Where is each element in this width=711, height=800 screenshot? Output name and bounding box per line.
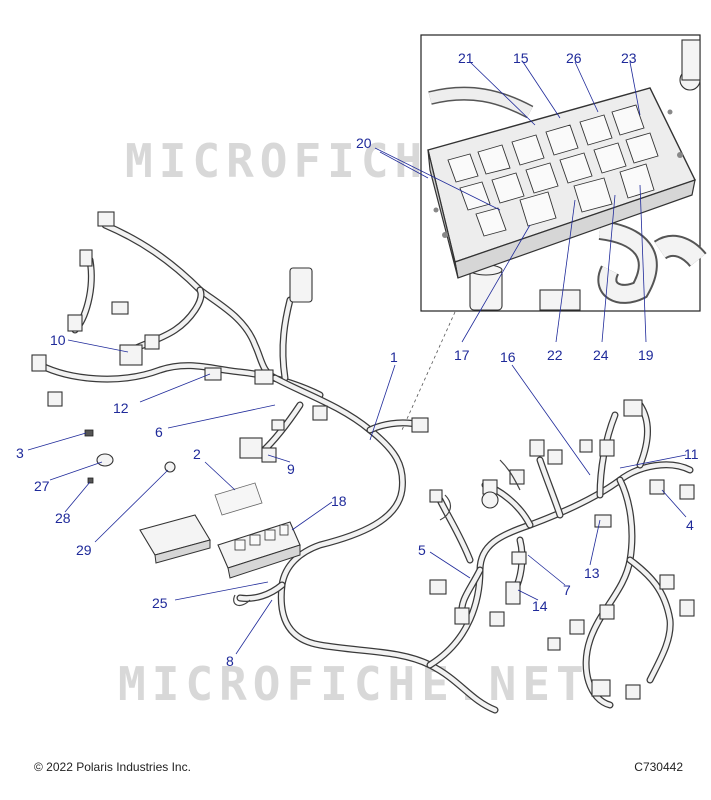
callout-24: 24 bbox=[593, 347, 609, 363]
callout-6: 6 bbox=[155, 424, 163, 440]
callout-20: 20 bbox=[356, 135, 372, 151]
callout-18: 18 bbox=[331, 493, 347, 509]
callout-19: 19 bbox=[638, 347, 654, 363]
callout-10: 10 bbox=[50, 332, 66, 348]
callout-25: 25 bbox=[152, 595, 168, 611]
callout-17: 17 bbox=[454, 347, 470, 363]
callout-11: 11 bbox=[684, 446, 699, 462]
callout-4: 4 bbox=[686, 517, 694, 533]
callout-29: 29 bbox=[76, 542, 92, 558]
callout-14: 14 bbox=[532, 598, 548, 614]
callout-15: 15 bbox=[513, 50, 529, 66]
relay-box-detail-inset bbox=[420, 34, 707, 312]
callout-8: 8 bbox=[226, 653, 234, 669]
callout-2: 2 bbox=[193, 446, 201, 462]
watermark-bottom: MICROFICHE.NET bbox=[118, 657, 590, 711]
callout-12: 12 bbox=[113, 400, 129, 416]
callout-numbers: 21 15 26 23 20 17 22 24 19 1 16 10 12 6 … bbox=[16, 50, 699, 669]
callout-3: 3 bbox=[16, 445, 24, 461]
harness-connectors bbox=[31, 211, 695, 700]
copyright-notice: © 2022 Polaris Industries Inc. bbox=[34, 760, 191, 774]
callout-13: 13 bbox=[584, 565, 600, 581]
callout-7: 7 bbox=[563, 582, 571, 598]
callout-28: 28 bbox=[55, 510, 71, 526]
detail-link-dashed-line bbox=[401, 311, 456, 431]
callout-27: 27 bbox=[34, 478, 50, 494]
callout-9: 9 bbox=[287, 461, 295, 477]
callout-5: 5 bbox=[418, 542, 426, 558]
callout-22: 22 bbox=[547, 347, 563, 363]
callout-leaders bbox=[27, 61, 687, 655]
callout-23: 23 bbox=[621, 50, 637, 66]
diagram-code: C730442 bbox=[634, 760, 683, 774]
callout-1: 1 bbox=[390, 349, 398, 365]
callout-21: 21 bbox=[458, 50, 474, 66]
callout-16: 16 bbox=[500, 349, 516, 365]
callout-26: 26 bbox=[566, 50, 582, 66]
